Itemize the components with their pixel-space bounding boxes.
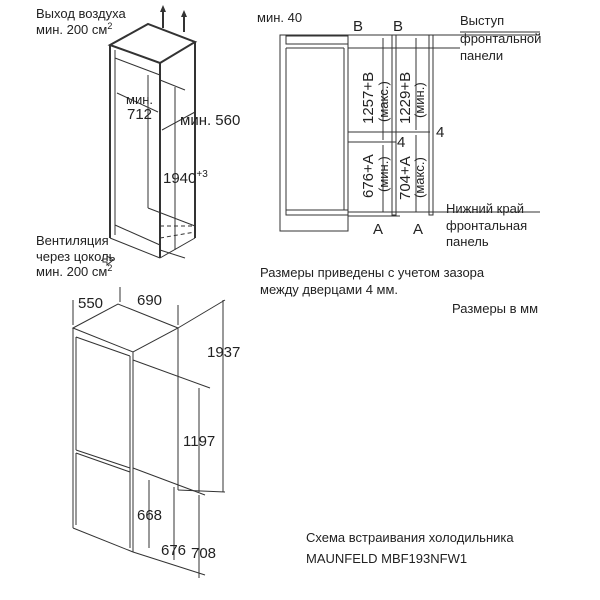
niche-cabinet-drawing: [102, 5, 198, 267]
appliance-upper-height: 1197: [183, 433, 215, 450]
niche-width: 712: [127, 106, 152, 123]
vent-min: мин. 200 см2: [36, 263, 112, 279]
appliance-drawing: [71, 287, 226, 578]
bottom-note-line1: Нижний край: [446, 201, 524, 216]
vent-plinth: через цоколь: [36, 249, 116, 264]
lower-min-dim: 676+A: [360, 154, 377, 198]
min-gap-label: мин. 40: [257, 10, 302, 25]
upper-max-note: (макс.): [376, 81, 391, 122]
gap-label-1: 4: [436, 124, 444, 141]
lower-max-dim: 704+A: [397, 156, 414, 200]
air-out-label: Выход воздуха: [36, 6, 126, 21]
units-note: Размеры в мм: [452, 301, 538, 316]
lower-min-note: (мин.): [376, 156, 391, 192]
appliance-lower-708: 708: [191, 545, 216, 562]
appliance-height: 1937: [207, 344, 240, 361]
gap-note-line1: Размеры приведены с учетом зазора: [260, 265, 485, 280]
b-label-2: B: [393, 18, 403, 35]
top-note-line3: панели: [460, 48, 503, 63]
appliance-lower-668: 668: [137, 507, 162, 524]
appliance-depth: 550: [78, 295, 103, 312]
bottom-note-line2: фронтальная: [446, 218, 527, 233]
b-label-1: B: [353, 18, 363, 35]
bottom-note-line3: панель: [446, 234, 489, 249]
appliance-width: 690: [137, 292, 162, 309]
top-note-line1: Выступ: [460, 13, 504, 28]
air-out-min: мин. 200 см2: [36, 21, 112, 37]
a-label-2: A: [413, 221, 423, 238]
niche-depth: мин. 560: [180, 112, 240, 129]
caption-model: MAUNFELD MBF193NFW1: [306, 551, 467, 566]
door-section-drawing: [279, 31, 540, 232]
upper-max-dim: 1257+B: [360, 72, 377, 124]
niche-width-min-label: мин.: [126, 92, 153, 107]
a-label-1: A: [373, 221, 383, 238]
gap-note-line2: между дверцами 4 мм.: [260, 282, 398, 297]
upper-min-dim: 1229+B: [397, 72, 414, 124]
upper-min-note: (мин.): [412, 82, 427, 118]
vent-label: Вентиляция: [36, 233, 109, 248]
appliance-lower-676: 676: [161, 542, 186, 559]
top-note-line2: фронтальной: [460, 31, 541, 46]
niche-height: 1940+3: [163, 169, 208, 187]
caption-line1: Схема встраивания холодильника: [306, 530, 514, 545]
gap-label-2: 4: [397, 134, 405, 151]
lower-max-note: (макс.): [412, 157, 427, 198]
